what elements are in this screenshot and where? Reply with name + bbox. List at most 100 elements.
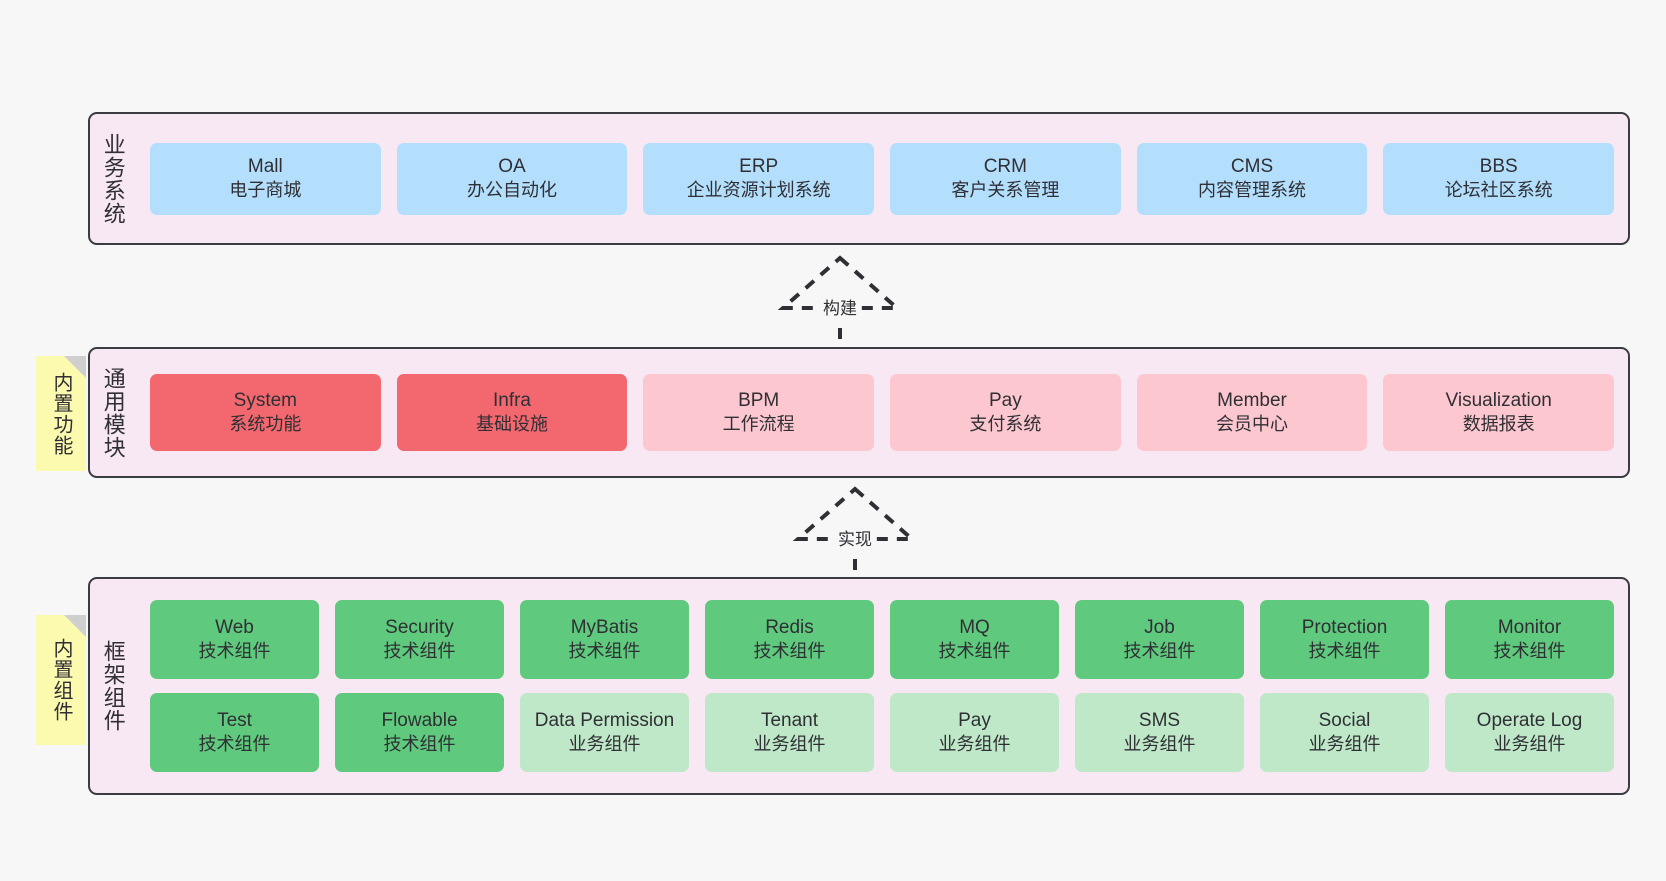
box-title: CRM xyxy=(983,156,1027,178)
box-subtitle: 业务组件 xyxy=(1493,734,1566,755)
box-title: System xyxy=(233,390,298,412)
generalization-arrowhead-icon xyxy=(792,486,918,541)
box-subtitle: 业务组件 xyxy=(1123,734,1196,755)
layer-framework-components: 框架组件 Web 技术组件 Security 技术组件 MyBatis 技术组件… xyxy=(88,577,1630,795)
box-title: Social xyxy=(1318,710,1371,732)
box-subtitle: 业务组件 xyxy=(568,734,641,755)
box-web[interactable]: Web 技术组件 xyxy=(150,600,319,679)
box-subtitle: 电子商城 xyxy=(229,180,302,201)
box-subtitle: 系统功能 xyxy=(229,414,302,435)
box-title: OA xyxy=(498,156,526,178)
sticky-note-builtin-components: 内置组件 xyxy=(36,615,86,745)
box-job[interactable]: Job 技术组件 xyxy=(1075,600,1244,679)
box-redis[interactable]: Redis 技术组件 xyxy=(705,600,874,679)
box-member[interactable]: Member 会员中心 xyxy=(1136,374,1368,451)
connector-label-implement: 实现 xyxy=(835,525,875,550)
box-social[interactable]: Social 业务组件 xyxy=(1260,693,1429,772)
box-subtitle: 技术组件 xyxy=(383,641,456,662)
box-subtitle: 客户关系管理 xyxy=(951,180,1060,201)
row-tech-components: Web 技术组件 Security 技术组件 MyBatis 技术组件 Redi… xyxy=(150,600,1614,679)
box-title: CMS xyxy=(1230,156,1274,178)
box-title: Mall xyxy=(247,156,283,178)
box-subtitle: 企业资源计划系统 xyxy=(686,180,831,201)
box-title: SMS xyxy=(1138,710,1181,732)
box-monitor[interactable]: Monitor 技术组件 xyxy=(1445,600,1614,679)
box-security[interactable]: Security 技术组件 xyxy=(335,600,504,679)
box-title: Tenant xyxy=(760,710,819,732)
box-title: Flowable xyxy=(381,710,458,732)
layer-label-business-systems: 业务系统 xyxy=(100,132,126,225)
box-subtitle: 技术组件 xyxy=(1123,641,1196,662)
box-title: Web xyxy=(215,617,254,639)
sticky-note-label: 内置功能 xyxy=(50,371,72,456)
box-title: Protection xyxy=(1301,617,1388,639)
box-operate-log[interactable]: Operate Log 业务组件 xyxy=(1445,693,1614,772)
box-subtitle: 办公自动化 xyxy=(467,180,557,201)
box-title: Infra xyxy=(492,390,532,412)
layer-body-framework-components: Web 技术组件 Security 技术组件 MyBatis 技术组件 Redi… xyxy=(136,579,1628,793)
box-erp[interactable]: ERP 企业资源计划系统 xyxy=(643,142,875,215)
box-protection[interactable]: Protection 技术组件 xyxy=(1260,600,1429,679)
box-test[interactable]: Test 技术组件 xyxy=(150,693,319,772)
box-title: Redis xyxy=(765,617,814,639)
box-mall[interactable]: Mall 电子商城 xyxy=(150,142,381,215)
layer-business-systems: 业务系统 Mall 电子商城 OA 办公自动化 ERP 企业资源计划系统 CRM… xyxy=(88,112,1630,245)
box-title: BPM xyxy=(738,390,780,412)
box-subtitle: 内容管理系统 xyxy=(1198,180,1307,201)
box-title: Member xyxy=(1217,390,1287,412)
layer-label-common-modules: 通用模块 xyxy=(100,366,126,459)
box-bbs[interactable]: BBS 论坛社区系统 xyxy=(1383,142,1615,215)
box-infra[interactable]: Infra 基础设施 xyxy=(396,374,628,451)
box-pay-component[interactable]: Pay 业务组件 xyxy=(890,693,1059,772)
layer-body-common-modules: System 系统功能 Infra 基础设施 BPM 工作流程 Pay 支付系统… xyxy=(136,349,1628,476)
box-subtitle: 技术组件 xyxy=(938,641,1011,662)
connector-implement: 实现 xyxy=(775,486,935,582)
row-business-components: Test 技术组件 Flowable 技术组件 Data Permission … xyxy=(150,693,1614,772)
box-subtitle: 技术组件 xyxy=(198,734,271,755)
box-title: Data Permission xyxy=(534,710,675,732)
box-mq[interactable]: MQ 技术组件 xyxy=(890,600,1059,679)
box-subtitle: 数据报表 xyxy=(1462,414,1535,435)
box-title: Job xyxy=(1144,617,1175,639)
box-title: Test xyxy=(217,710,252,732)
sticky-note-label: 内置组件 xyxy=(50,638,72,722)
box-subtitle: 业务组件 xyxy=(1308,734,1381,755)
box-subtitle: 工作流程 xyxy=(722,414,795,435)
box-subtitle: 技术组件 xyxy=(1308,641,1381,662)
row-common-modules: System 系统功能 Infra 基础设施 BPM 工作流程 Pay 支付系统… xyxy=(150,374,1615,451)
connector-label-build: 构建 xyxy=(820,294,860,319)
box-title: Security xyxy=(385,617,454,639)
box-bpm[interactable]: BPM 工作流程 xyxy=(643,374,875,451)
box-subtitle: 业务组件 xyxy=(938,734,1011,755)
box-mybatis[interactable]: MyBatis 技术组件 xyxy=(520,600,689,679)
layer-label-framework-components: 框架组件 xyxy=(100,640,126,732)
box-oa[interactable]: OA 办公自动化 xyxy=(396,142,628,215)
box-visualization[interactable]: Visualization 数据报表 xyxy=(1383,374,1615,451)
layer-common-modules: 通用模块 System 系统功能 Infra 基础设施 BPM 工作流程 Pay… xyxy=(88,347,1630,478)
folded-corner-icon xyxy=(64,615,86,637)
box-system[interactable]: System 系统功能 xyxy=(150,374,381,451)
box-sms[interactable]: SMS 业务组件 xyxy=(1075,693,1244,772)
sticky-note-builtin-functions: 内置功能 xyxy=(36,356,86,471)
box-subtitle: 技术组件 xyxy=(383,734,456,755)
box-title: MQ xyxy=(959,617,990,639)
connector-build: 构建 xyxy=(760,255,920,351)
box-cms[interactable]: CMS 内容管理系统 xyxy=(1136,142,1368,215)
box-title: Pay xyxy=(988,390,1022,412)
box-subtitle: 论坛社区系统 xyxy=(1444,180,1553,201)
box-crm[interactable]: CRM 客户关系管理 xyxy=(890,142,1121,215)
box-subtitle: 业务组件 xyxy=(753,734,826,755)
box-tenant[interactable]: Tenant 业务组件 xyxy=(705,693,874,772)
box-subtitle: 技术组件 xyxy=(198,641,271,662)
box-title: Pay xyxy=(958,710,991,732)
box-flowable[interactable]: Flowable 技术组件 xyxy=(335,693,504,772)
box-data-permission[interactable]: Data Permission 业务组件 xyxy=(520,693,689,772)
box-subtitle: 基础设施 xyxy=(476,414,548,435)
generalization-arrowhead-icon xyxy=(777,255,903,310)
box-title: ERP xyxy=(739,156,779,178)
box-subtitle: 技术组件 xyxy=(1493,641,1566,662)
box-title: BBS xyxy=(1479,156,1518,178)
row-business-systems: Mall 电子商城 OA 办公自动化 ERP 企业资源计划系统 CRM 客户关系… xyxy=(150,142,1615,215)
box-title: MyBatis xyxy=(570,617,639,639)
box-pay-module[interactable]: Pay 支付系统 xyxy=(890,374,1121,451)
